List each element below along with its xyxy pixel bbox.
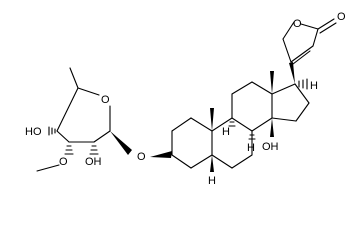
label-hydroxyl-14: OH	[262, 141, 279, 153]
wedge-c5-h	[210, 155, 214, 172]
bond-b4	[231, 154, 253, 169]
bond-c3	[251, 81, 273, 95]
ring-b	[211, 117, 253, 169]
bond-carbonyl-double	[319, 22, 337, 34]
bond-l1	[282, 38, 292, 63]
sugar-ring	[36, 67, 132, 172]
label-carbonyl-oxygen: O	[337, 11, 346, 23]
bond-d1	[271, 83, 296, 95]
bond-a6	[171, 154, 192, 169]
hash-c17-h	[298, 78, 308, 90]
label-h-9: H	[222, 126, 230, 138]
label-lactone-oxygen: O	[293, 18, 302, 30]
bond-b2	[231, 117, 253, 132]
bond-d3	[295, 102, 310, 122]
hash-c4-oh	[48, 126, 56, 136]
label-hydroxyl-2prime: OH	[85, 156, 102, 168]
bond-a5	[190, 154, 213, 169]
label-h-8: H	[247, 142, 255, 154]
hash-c2-oh	[89, 145, 99, 155]
wedge-c1-o	[110, 131, 132, 155]
bond-b1	[211, 117, 233, 132]
wedge-o-c3	[150, 151, 172, 158]
bond-l5-double	[292, 50, 311, 65]
ring-d	[271, 83, 310, 122]
bond-b5	[211, 154, 233, 169]
label-ring-oxygen: O	[101, 94, 110, 106]
bond-c3-c4	[56, 130, 70, 143]
bond-carbonyl	[317, 18, 335, 30]
butenolide-ring	[282, 18, 337, 65]
ring-a	[171, 117, 213, 169]
label-h-5: H	[208, 175, 216, 187]
bond-c5-o	[77, 87, 100, 96]
bond-l4	[312, 28, 319, 47]
label-methoxy-oxygen: O	[59, 156, 68, 168]
bond-l3	[300, 23, 319, 30]
molecule-structure: O HO OH O O OH O O H H H H	[25, 11, 346, 187]
label-glycosidic-oxygen: O	[137, 151, 146, 163]
ring-c	[231, 81, 273, 132]
bond-c1-c2	[93, 130, 111, 143]
bond-c5-methyl	[69, 67, 79, 89]
hash-c8-h	[248, 134, 256, 140]
label-hydroxyl-4prime: HO	[25, 126, 42, 138]
bond-ome-methyl	[36, 164, 60, 172]
bond-c4-c5	[56, 87, 79, 132]
bond-a2	[171, 117, 192, 132]
label-h-17: H	[310, 80, 318, 92]
bond-l2	[282, 21, 295, 40]
wedge-c17-butenolide	[289, 62, 295, 84]
wedge-c10-methyl	[210, 108, 214, 131]
structure-diagram: O HO OH O O OH O O H H H H	[25, 11, 346, 187]
bond-c2	[231, 81, 253, 95]
hash-c3-ome	[64, 145, 74, 155]
hash-c9-h	[228, 121, 236, 127]
wedge-c13-methyl	[270, 71, 274, 94]
bond-l5	[290, 45, 314, 63]
wedge-c14-oh	[270, 118, 274, 137]
bond-c5	[251, 117, 273, 132]
bond-d2	[294, 83, 310, 104]
bond-d4	[271, 117, 297, 122]
bond-a3	[190, 117, 213, 132]
